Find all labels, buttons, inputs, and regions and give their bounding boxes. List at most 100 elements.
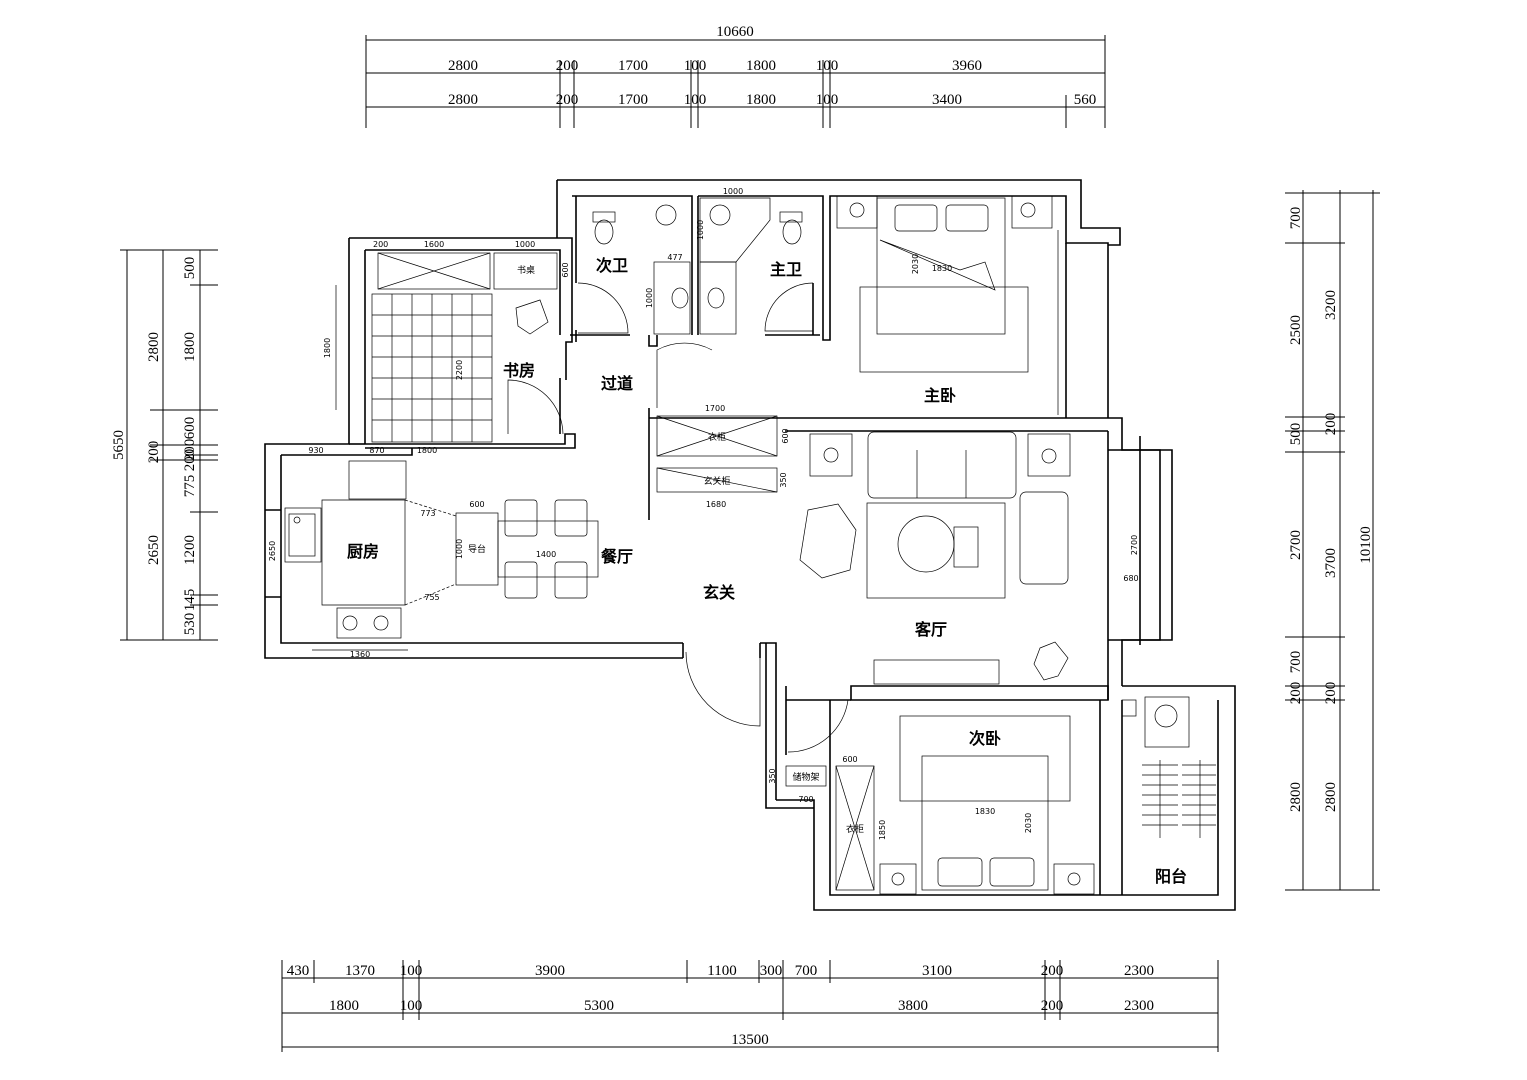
kit-930: 930 — [308, 446, 323, 455]
side-table — [809, 433, 853, 477]
wardrobe-label: 衣柜 — [708, 431, 726, 443]
dim-right-c1-3: 500 — [1288, 423, 1304, 446]
study-chair — [515, 299, 549, 335]
dim-left-c2-1: 500 — [182, 257, 198, 280]
living-680: 680 — [1123, 574, 1138, 583]
room-kitchen: 厨房 — [347, 542, 379, 561]
lamp-icon-4 — [1041, 448, 1057, 464]
desk — [493, 252, 558, 290]
dim-right-c2-4: 200 — [1323, 682, 1339, 705]
room-living: 客厅 — [915, 620, 947, 639]
dim-bot-r1-10: 2300 — [1124, 963, 1154, 979]
dim-bot-r1-9: 200 — [1041, 963, 1064, 979]
dim-right-c1-1: 700 — [1288, 207, 1304, 230]
dining-1400: 1400 — [536, 550, 556, 559]
dim-left-c1-2: 200 — [146, 441, 162, 464]
dim-top-r2-8: 560 — [1074, 92, 1097, 108]
master-furniture: 1830 2030 — [836, 195, 1059, 415]
kit-773: 773 — [420, 509, 435, 518]
dim-bot-r2-2: 100 — [400, 998, 423, 1014]
room-study: 书房 — [503, 361, 535, 380]
doors — [507, 282, 849, 753]
wardrobe-2 — [835, 765, 875, 891]
room-second-bath: 次卫 — [596, 256, 628, 275]
storage-rack-label: 储物架 — [792, 771, 819, 783]
dim-right-c2-3: 3700 — [1323, 548, 1339, 578]
pillow-icon-3 — [937, 857, 983, 887]
lamp-icon — [849, 202, 865, 218]
dim-top-r2-4: 100 — [684, 92, 707, 108]
chair-icon — [504, 499, 538, 537]
nightstand-3 — [879, 863, 917, 895]
bath-top-dim: 1000 — [723, 187, 743, 196]
dim-top-r1-7: 3960 — [952, 58, 982, 74]
corner-shower — [699, 197, 771, 263]
sb-350: 350 — [768, 768, 777, 783]
bath-477: 477 — [667, 253, 682, 262]
dim-right-total: 10100 — [1358, 526, 1374, 564]
dim-bot-r1-3: 100 — [400, 963, 423, 979]
dim-top-r1-2: 200 — [556, 58, 579, 74]
wardrobe-2-label: 衣柜 — [846, 823, 864, 835]
room-entrance: 玄关 — [703, 583, 735, 602]
dim-right-c1-7: 2800 — [1288, 782, 1304, 812]
room-dining: 餐厅 — [600, 547, 633, 566]
dim-left-c2-9: 530 — [182, 613, 198, 636]
nightstand — [836, 195, 878, 229]
pillow-icon-4 — [989, 857, 1035, 887]
bath-furniture: 1000 477 1000 1000 — [592, 187, 803, 335]
ward-1680: 1680 — [706, 500, 726, 509]
lamp-icon-2 — [1020, 202, 1036, 218]
living-2700: 2700 — [1130, 535, 1139, 555]
dim-bot-r2-3: 5300 — [584, 998, 614, 1014]
sofa-2 — [1019, 491, 1069, 585]
dim-bot-r1-5: 1100 — [707, 963, 736, 979]
dim-bot-r2-1: 1800 — [329, 998, 359, 1014]
sb-700: 700 — [798, 795, 813, 804]
dim-right-c1-2: 2500 — [1288, 315, 1304, 345]
coffee-table — [897, 515, 955, 573]
tv-cabinet — [873, 659, 1000, 685]
dim-bot-r1-7: 700 — [795, 963, 818, 979]
toilet-icon — [594, 219, 614, 245]
bath-sink-dim: 1000 — [645, 288, 654, 308]
chair-icon — [554, 561, 588, 599]
dim-bot-r1-1: 430 — [287, 963, 310, 979]
dim-top-r1-4: 100 — [684, 58, 707, 74]
bedroom-rug — [859, 286, 1029, 373]
shower-icon — [655, 204, 677, 226]
bed-cover — [879, 239, 996, 291]
dining-furniture: 导台 600 1000 1400 — [455, 499, 599, 599]
sb-bed-h: 2030 — [1024, 813, 1033, 833]
dim-bot-r1-4: 3900 — [535, 963, 565, 979]
entrance-cabinets: 衣柜 玄关柜 1700 600 350 1680 — [656, 404, 790, 509]
dim-top-r1-5: 1800 — [746, 58, 776, 74]
side-table-2 — [1027, 433, 1071, 477]
room-master-bath: 主卫 — [770, 260, 802, 279]
kit-1360: 1360 — [350, 650, 370, 659]
shower-icon-2 — [709, 204, 731, 226]
dim-left-c1-3: 2650 — [146, 535, 162, 565]
study-dim-b: 1600 — [424, 240, 444, 249]
sb-bed-w: 1830 — [975, 807, 995, 816]
study-bed-dim: 2200 — [455, 360, 464, 380]
dim-top-r2-5: 1800 — [746, 92, 776, 108]
sofa — [867, 431, 1017, 499]
study-dim-c: 1000 — [515, 240, 535, 249]
dim-bot-r2-5: 200 — [1041, 998, 1064, 1014]
dim-right-c1-5: 700 — [1288, 651, 1304, 674]
chair-icon — [504, 561, 538, 599]
room-balcony: 阳台 — [1155, 867, 1187, 886]
pillow-icon-2 — [945, 204, 989, 232]
lamp-icon-5 — [891, 872, 905, 886]
living-furniture: 2700 680 — [799, 431, 1139, 685]
second-bed — [921, 755, 1049, 891]
nightstand-4 — [1053, 863, 1095, 895]
storage-rack — [785, 765, 827, 787]
dim-right-c2-2: 200 — [1323, 413, 1339, 436]
bath-side-dim: 1000 — [696, 220, 705, 240]
dim-right-c1-4: 2700 — [1288, 530, 1304, 560]
fridge — [348, 460, 407, 500]
dim-top-total: 10660 — [716, 24, 754, 40]
